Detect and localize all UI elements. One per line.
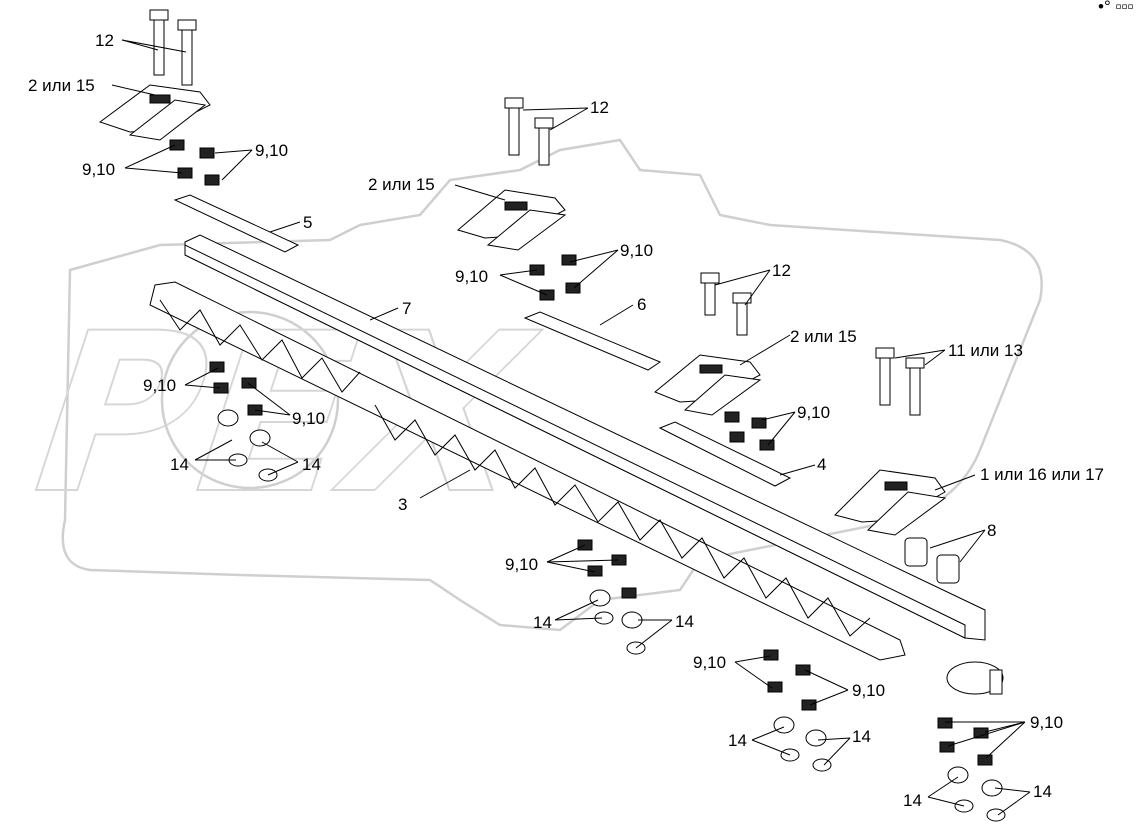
label-washers-left-upper: 9,10: [143, 376, 176, 395]
bolts-right: [700, 272, 752, 336]
label-nuts-left-b: 14: [302, 455, 321, 474]
label-washers-bottom-right-b: 9,10: [852, 681, 885, 700]
knife-3: [149, 281, 906, 661]
label-plate-5: 5: [303, 213, 312, 232]
label-washers-right: 9,10: [797, 403, 830, 422]
label-washers-tl-right: 9,10: [255, 141, 288, 160]
label-nuts-far-right-a: 14: [903, 791, 922, 810]
callout-labels: •° ▫▫▫ 12 2 или 15 9,10 9,10 5 7 12 2 ил…: [28, 0, 1134, 810]
bolts-far-right: [875, 347, 925, 416]
label-nuts-bottom-right-b: 14: [852, 727, 871, 746]
watermark-logo: PEX: [0, 138, 1043, 632]
label-bar-7: 7: [402, 299, 411, 318]
label-nuts-left-a: 14: [170, 455, 189, 474]
label-nuts-far-right-b: 14: [1033, 782, 1052, 801]
bar-7: [184, 234, 986, 641]
label-bolt-center: 12: [590, 98, 609, 117]
plate-4: [658, 421, 792, 487]
corner-mark: •° ▫▫▫: [1098, 0, 1134, 16]
label-plate-6: 6: [637, 295, 646, 314]
guard-far-right: [834, 469, 947, 536]
label-guard-top-left: 2 или 15: [28, 76, 95, 95]
label-guard-center: 2 или 15: [368, 175, 435, 194]
label-guard-far-right: 1 или 16 или 17: [980, 465, 1104, 484]
label-spacer-8: 8: [987, 521, 996, 540]
label-washers-left-lower: 9,10: [292, 409, 325, 428]
plate-5: [173, 194, 300, 253]
bolts-center: [504, 97, 554, 166]
label-washers-center-right: 9,10: [620, 241, 653, 260]
svg-text:PEX: PEX: [0, 286, 563, 542]
spacers-8: [904, 537, 960, 584]
label-washers-tl-left: 9,10: [82, 160, 115, 179]
label-nuts-bottom-center-a: 14: [533, 613, 552, 632]
plate-6: [523, 311, 662, 371]
guard-center: [456, 189, 567, 251]
label-washers-bottom-center: 9,10: [505, 555, 538, 574]
label-nuts-bottom-center-b: 14: [675, 612, 694, 631]
label-guard-right: 2 или 15: [790, 327, 857, 346]
label-nuts-bottom-right-a: 14: [728, 731, 747, 750]
guard-top-left: [98, 84, 211, 141]
label-washers-bottom-right-a: 9,10: [693, 653, 726, 672]
knife-head-clamp: [946, 661, 1004, 695]
label-bolt-right: 12: [772, 261, 791, 280]
label-bolt-top-left: 12: [95, 31, 114, 50]
label-plate-4: 4: [817, 455, 826, 474]
label-washers-far-right: 9,10: [1030, 713, 1063, 732]
leader-lines: [111, 39, 1031, 816]
label-washers-center-left: 9,10: [455, 267, 488, 286]
label-knife-3: 3: [398, 495, 407, 514]
label-bolt-far-right: 11 или 13: [948, 341, 1023, 360]
bolts-top-left: [149, 9, 197, 86]
guard-right: [654, 354, 762, 416]
